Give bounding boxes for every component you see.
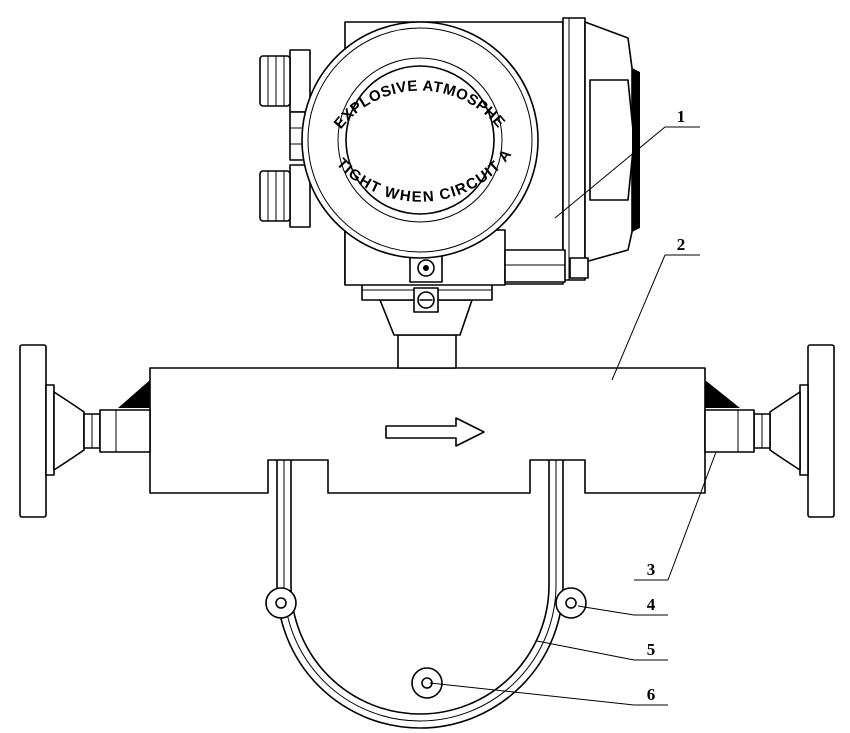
cable-gland-bottom (259, 164, 311, 228)
callout-label-1: 1 (677, 107, 686, 126)
cable-gland-top (259, 49, 311, 113)
callout-label-2: 2 (677, 235, 686, 254)
left-process-connection (19, 344, 151, 518)
callout-label-3: 3 (647, 560, 656, 579)
display-window (345, 65, 495, 215)
callout-4: 4 (577, 595, 668, 616)
sensor-body (149, 367, 706, 494)
callout-2: 2 (611, 235, 700, 381)
left-pickoff-sensor (265, 587, 297, 619)
callout-6: 6 (429, 682, 668, 706)
right-process-connection (704, 344, 835, 518)
callout-label-6: 6 (647, 685, 656, 704)
drive-coil (411, 667, 443, 699)
right-pickoff-sensor (555, 587, 587, 619)
callout-3: 3 (634, 451, 717, 581)
callout-label-5: 5 (647, 640, 656, 659)
transmitter-housing (259, 17, 640, 313)
callout-label-4: 4 (647, 595, 656, 614)
u-tube (276, 459, 564, 729)
flow-direction-arrow-icon (385, 417, 485, 447)
callout-1: 1 (554, 107, 700, 219)
callout-5: 5 (536, 640, 668, 661)
